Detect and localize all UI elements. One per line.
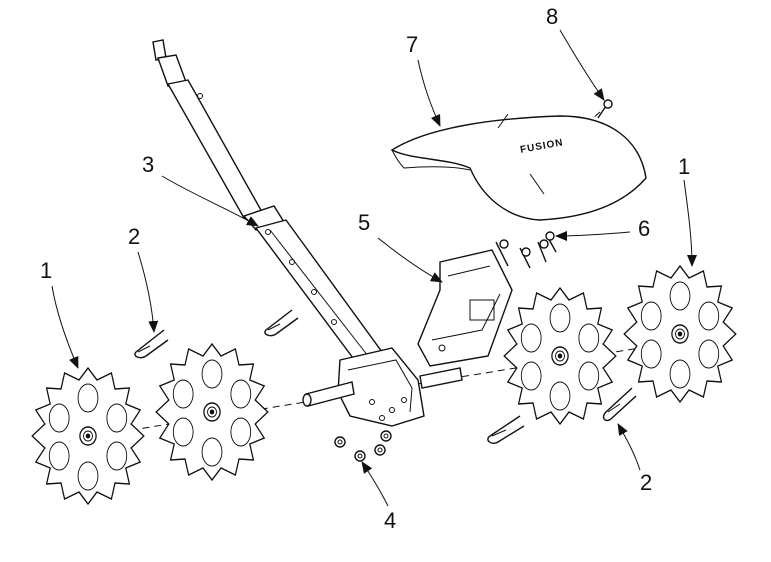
bolt-set <box>495 231 557 269</box>
fender: FUSION <box>390 113 647 221</box>
axle-shaft <box>302 367 463 407</box>
callout-1-right: 1 <box>678 154 690 179</box>
nut-set <box>334 430 392 462</box>
hairpin-clip-left-1 <box>134 329 169 359</box>
tine-wheel-inner-left <box>155 343 269 481</box>
callout-5: 5 <box>358 210 370 235</box>
hairpin-clip-left-2 <box>264 309 299 337</box>
callout-2-left: 2 <box>128 224 140 249</box>
callout-2-right: 2 <box>640 470 652 495</box>
fender-bolt <box>597 99 613 119</box>
callout-8: 8 <box>546 4 558 29</box>
tine-wheel-inner-right <box>503 287 617 425</box>
fender-bracket <box>417 249 513 367</box>
tine-wheel-outer-right <box>623 265 737 403</box>
gearbox-housing <box>337 347 425 427</box>
callout-3: 3 <box>142 152 154 177</box>
callout-1-left: 1 <box>40 258 52 283</box>
leader-lines <box>51 29 697 507</box>
hairpin-clip-right-1 <box>487 415 525 445</box>
handle-tube-assembly <box>152 39 384 363</box>
tine-wheel-outer-left <box>31 367 145 505</box>
hairpin-clip-right-2 <box>602 387 637 422</box>
callout-6: 6 <box>638 216 650 241</box>
callout-4: 4 <box>384 508 396 533</box>
callout-7: 7 <box>406 32 418 57</box>
